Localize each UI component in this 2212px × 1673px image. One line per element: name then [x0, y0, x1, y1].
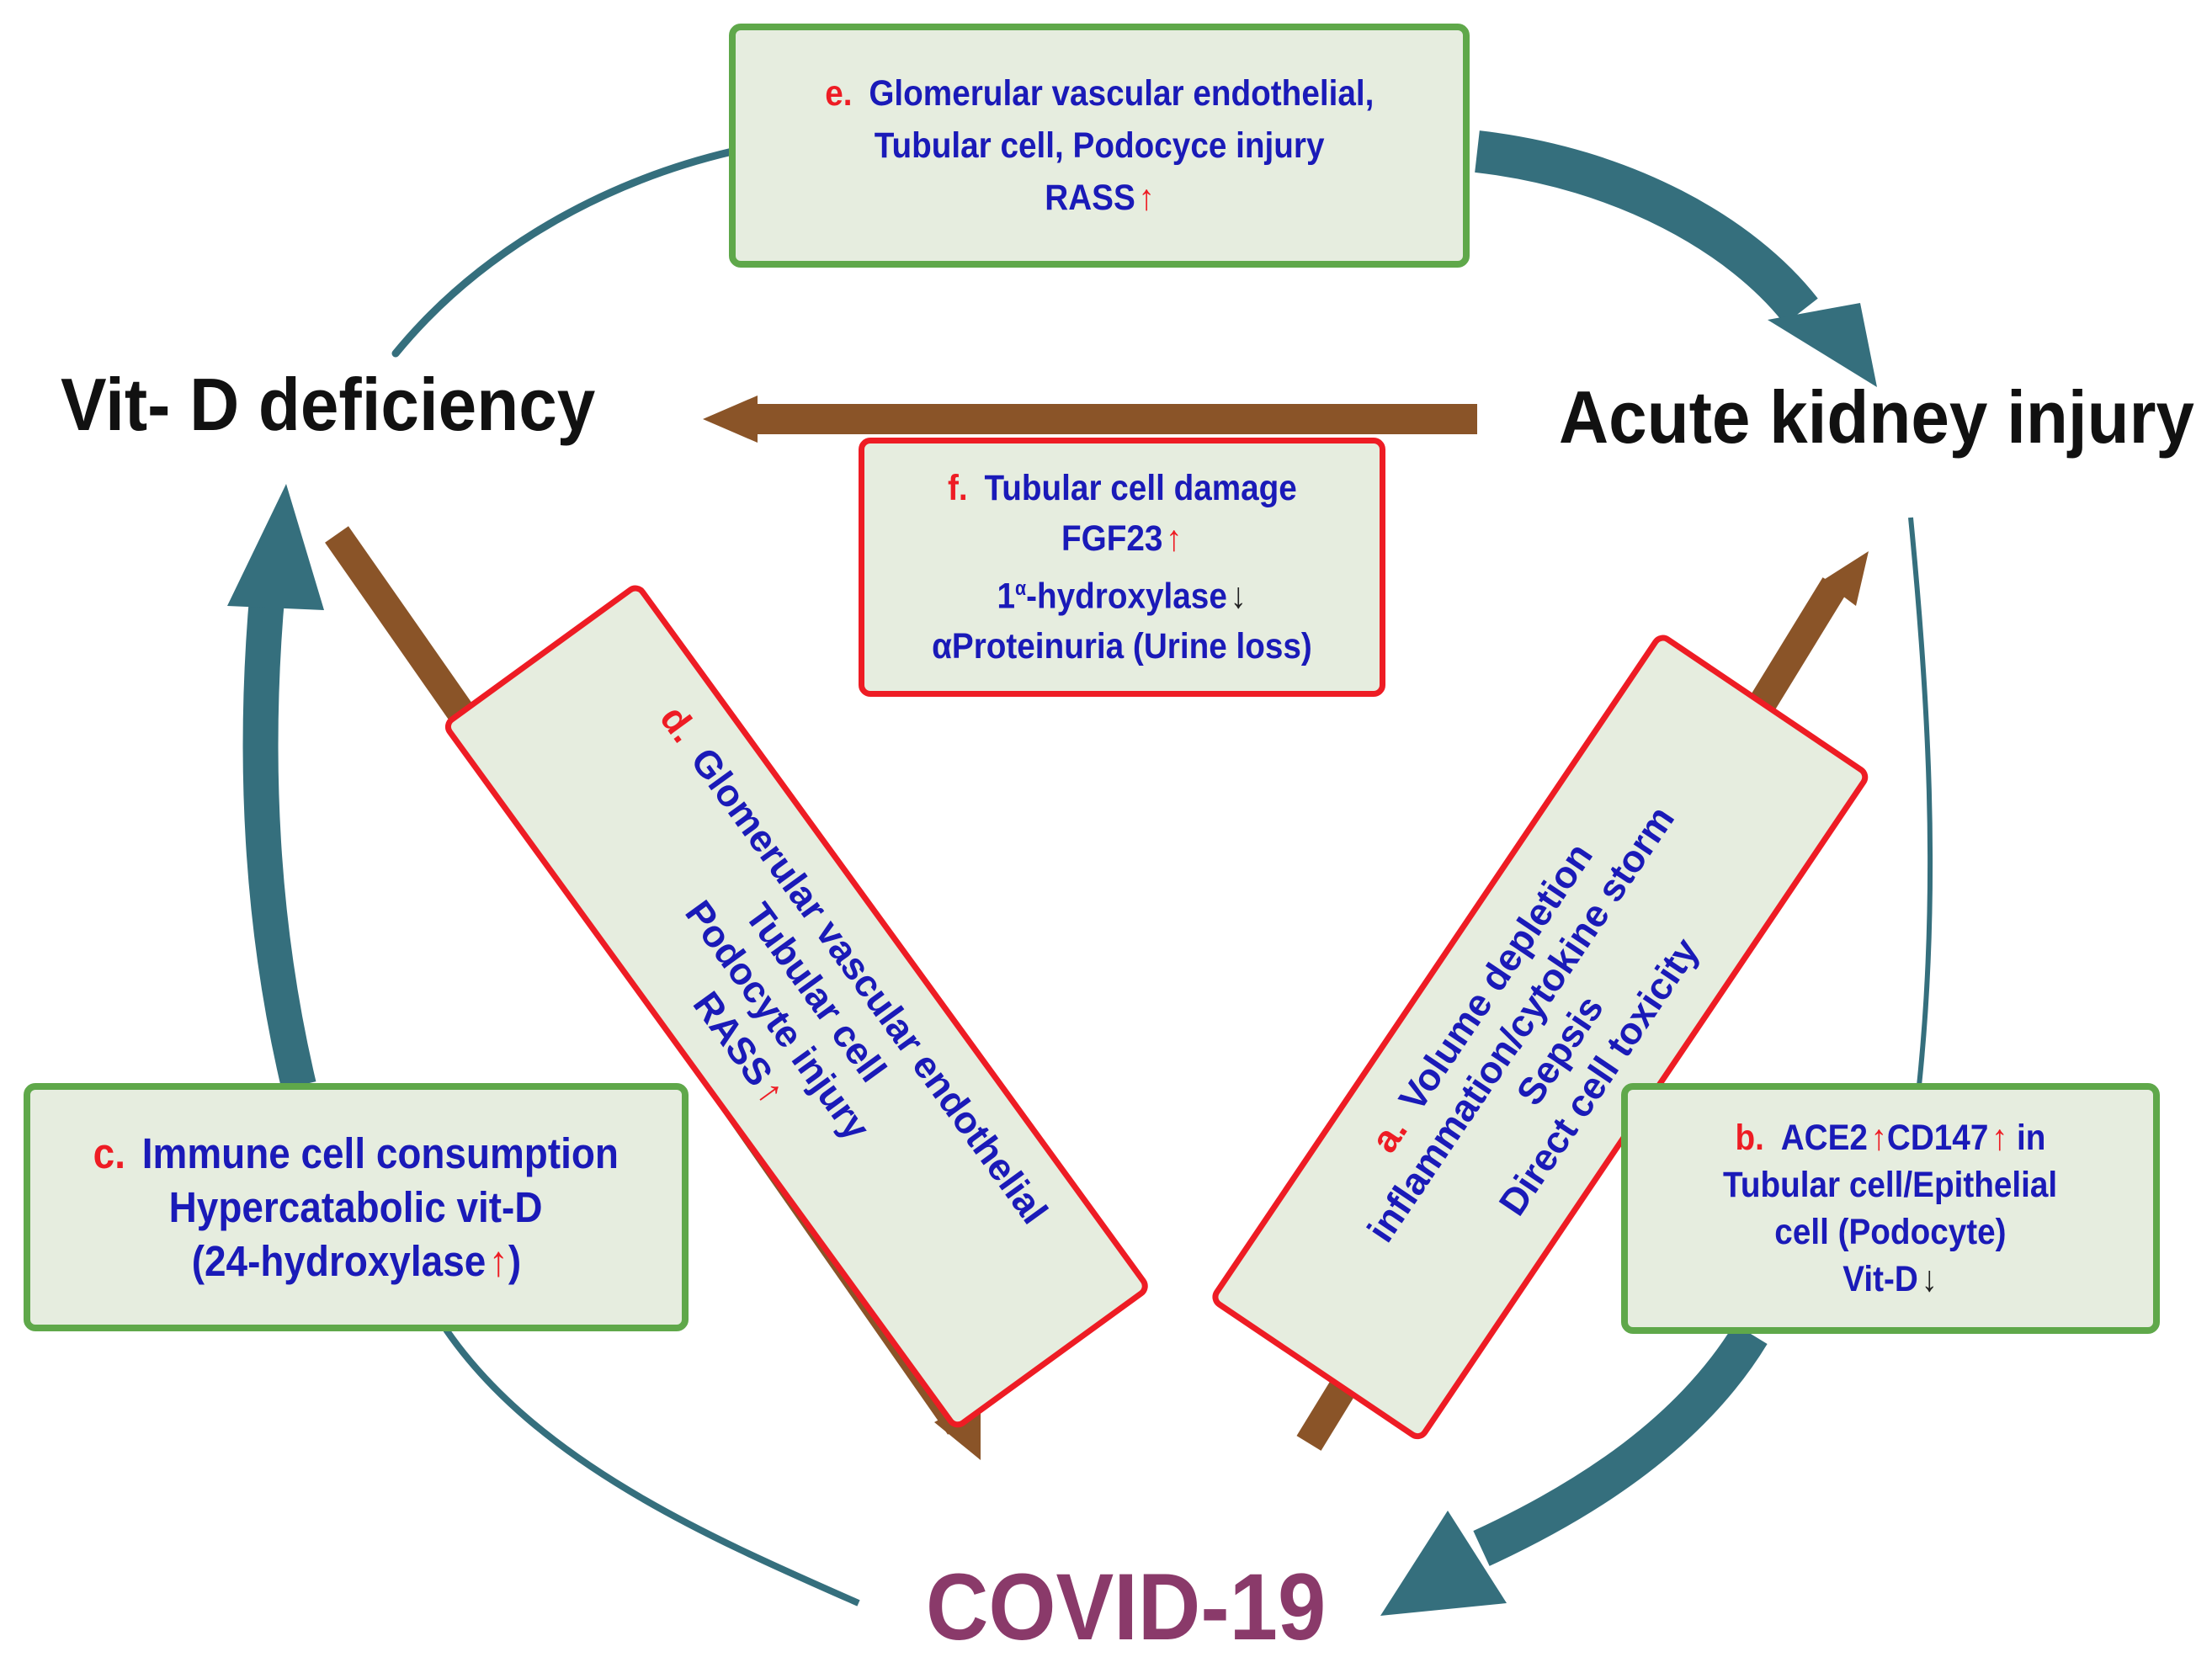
box-e-line-1: e. Glomerular vascular endothelial, — [825, 67, 1374, 120]
node-vitd-deficiency: Vit- D deficiency — [61, 363, 596, 446]
node-acute-kidney-injury: Acute kidney injury — [1559, 375, 2194, 459]
box-f-text-3b: -hydroxylase — [1026, 576, 1228, 617]
box-b-text-vitd: Vit-D — [1842, 1259, 1919, 1299]
brown-arrow-aki-to-vitd-shaft — [741, 404, 1477, 434]
box-c-text-3a: (24-hydroxylase — [191, 1236, 486, 1285]
box-f-tubular-damage: f. Tubular cell damage FGF23↑ 1α-hydroxyl… — [859, 438, 1385, 697]
arc-vitd-to-aki-thick — [1475, 130, 1818, 325]
down-arrow-icon: ↓ — [1230, 576, 1247, 617]
box-f-superscript: α — [1015, 577, 1027, 600]
box-e-glomerular-injury: e. Glomerular vascular endothelial, Tubul… — [729, 24, 1470, 268]
arc-covid-to-vitd-thick — [242, 587, 316, 1090]
box-b-ace2-cd147: b.ACE2↑CD147↑ in Tubular cell/Epithelial… — [1621, 1083, 2160, 1334]
brown-arrow-covid-to-aki-head — [1822, 551, 1869, 606]
box-b-tag: b. — [1735, 1118, 1764, 1158]
box-f-line-3: 1α-hydroxylase↓ — [997, 564, 1247, 621]
arrowhead-vitd — [227, 484, 324, 610]
arc-vitd-to-aki — [391, 147, 736, 358]
box-c-text-3b: ) — [508, 1236, 521, 1285]
box-f-text-2: FGF23 — [1061, 518, 1163, 559]
box-e-tag: e. — [824, 73, 853, 114]
down-arrow-icon: ↓ — [1921, 1259, 1938, 1299]
box-f-line-4: αProteinuria (Urine loss) — [932, 626, 1312, 667]
node-covid-19: COVID-19 — [926, 1554, 1327, 1660]
box-b-line-4: Vit-D↓ — [1843, 1256, 1938, 1303]
up-arrow-icon: ↑ — [1870, 1118, 1887, 1158]
box-f-line-1: f. Tubular cell damage — [948, 463, 1297, 513]
box-b-text-in: in — [2017, 1118, 2046, 1158]
box-e-text-1: Glomerular vascular endothelial, — [869, 73, 1375, 114]
box-b-text-ace2: ACE2 — [1780, 1118, 1868, 1158]
box-f-tag: f. — [947, 467, 968, 508]
box-c-immune-consumption: c. Immune cell consumption Hypercatabolic… — [24, 1083, 689, 1331]
arc-aki-to-covid-thin — [1908, 517, 1933, 1086]
arrowhead-aki — [1768, 303, 1877, 387]
arc-covid-to-vitd-thin — [443, 1327, 860, 1607]
box-f-text-1: Tubular cell damage — [984, 467, 1297, 508]
box-d-tag: d. — [651, 697, 707, 751]
box-c-tag: c. — [93, 1129, 126, 1177]
box-b-line-3: cell (Podocyte) — [1774, 1212, 2007, 1252]
up-arrow-icon: ↑ — [1991, 1118, 2008, 1158]
up-arrow-icon: ↑ — [488, 1236, 508, 1285]
box-c-text-1: Immune cell consumption — [141, 1129, 619, 1177]
box-f-line-2: FGF23↑ — [1061, 513, 1182, 564]
brown-arrow-aki-to-vitd-head — [703, 396, 758, 443]
box-b-text-cd147: CD147 — [1886, 1118, 1989, 1158]
up-arrow-icon: ↑ — [1137, 178, 1155, 218]
arc-aki-to-covid-thick — [1473, 1323, 1768, 1566]
box-b-line-2: Tubular cell/Epithelial — [1723, 1165, 2058, 1205]
box-c-line-1: c. Immune cell consumption — [93, 1127, 619, 1181]
box-e-line-3: RASS↑ — [1045, 172, 1154, 224]
box-c-line-3: (24-hydroxylase↑) — [191, 1235, 520, 1288]
box-e-line-2: Tubular cell, Podocyce injury — [874, 125, 1325, 166]
box-f-text-3a: 1 — [997, 576, 1016, 617]
arrowhead-covid — [1380, 1511, 1507, 1616]
box-b-line-1: b.ACE2↑CD147↑ in — [1736, 1114, 2046, 1161]
up-arrow-icon: ↑ — [1166, 518, 1183, 559]
box-c-line-2: Hypercatabolic vit-D — [169, 1182, 543, 1231]
box-e-text-3: RASS — [1044, 178, 1135, 218]
